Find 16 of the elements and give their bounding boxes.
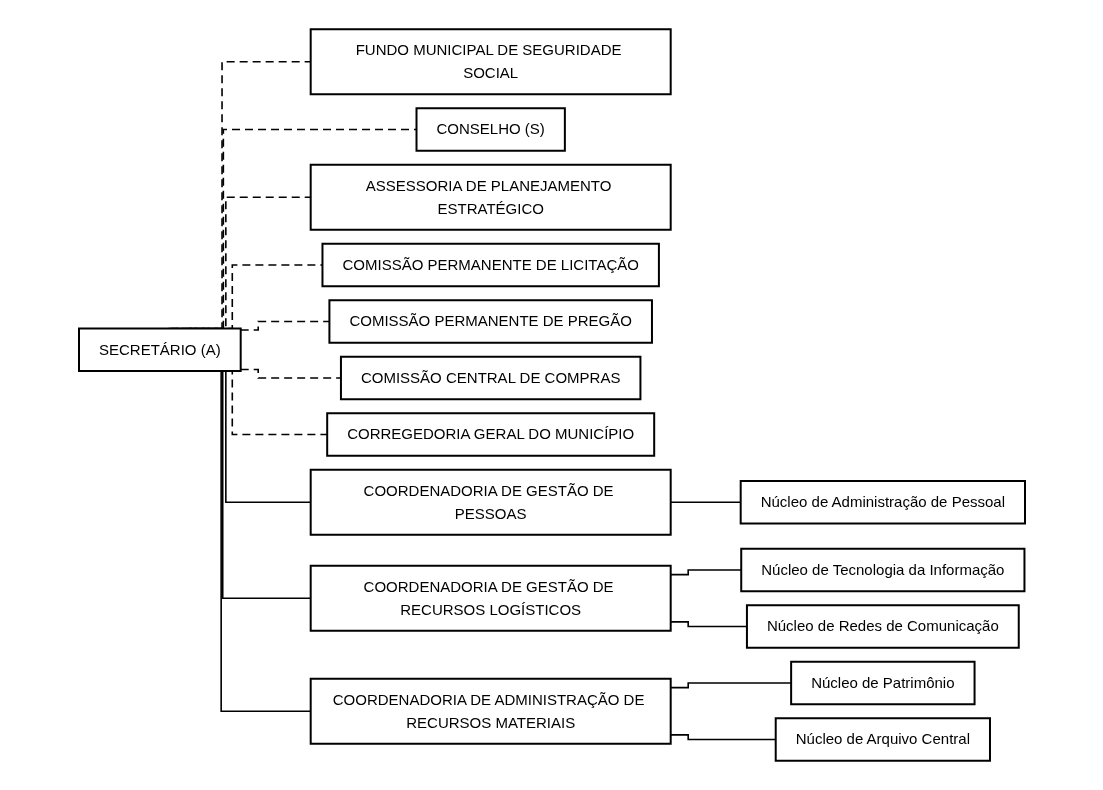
node-box: Núcleo de Patrimônio bbox=[789, 660, 976, 706]
node-box: SECRETÁRIO (A) bbox=[77, 327, 242, 372]
node-box: Núcleo de Administração de Pessoal bbox=[739, 480, 1026, 525]
node-box: ASSESSORIA DE PLANEJAMENTO ESTRATÉGICO bbox=[309, 163, 672, 231]
node-box: COORDENADORIA DE GESTÃO DE PESSOAS bbox=[309, 468, 672, 536]
node-box: CONSELHO (S) bbox=[415, 107, 566, 152]
node-box: COMISSÃO PERMANENTE DE PREGÃO bbox=[327, 299, 653, 344]
node-box: COMISSÃO PERMANENTE DE LICITAÇÃO bbox=[320, 242, 660, 288]
node-box: COMISSÃO CENTRAL DE COMPRAS bbox=[339, 355, 641, 401]
node-box: Núcleo de Tecnologia da Informação bbox=[739, 547, 1025, 593]
node-box: Núcleo de Redes de Comunicação bbox=[745, 604, 1020, 649]
node-box: Núcleo de Arquivo Central bbox=[774, 717, 991, 762]
node-box: COORDENADORIA DE GESTÃO DE RECURSOS LOGÍSTICOS bbox=[309, 564, 672, 632]
node-box: FUNDO MUNICIPAL DE SEGURIDADE SOCIAL bbox=[309, 28, 672, 96]
node-box: CORREGEDORIA GERAL DO MUNICÍPIO bbox=[325, 412, 655, 457]
node-box: COORDENADORIA DE ADMINISTRAÇÃO DE RECURSOS MATERIAIS bbox=[309, 677, 672, 745]
